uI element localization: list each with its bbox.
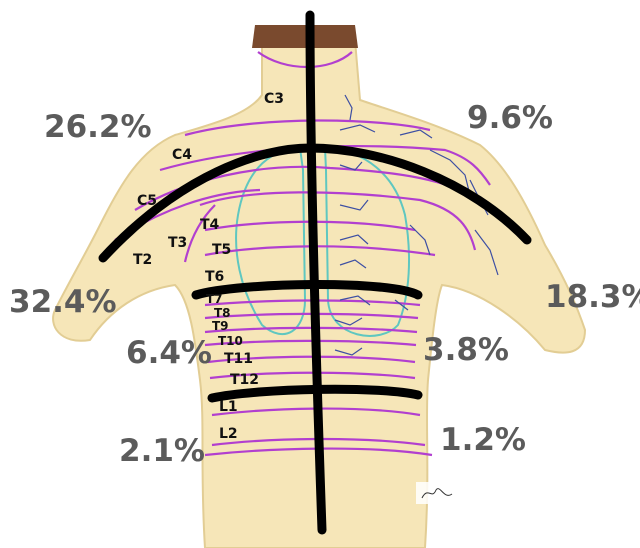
percentage-upper-left: 26.2% [44, 109, 152, 145]
level-label-t12: T12 [230, 372, 259, 388]
hairline-shape [252, 25, 358, 48]
percentage-lower-right: 3.8% [423, 332, 509, 368]
percentage-mid-right: 18.3% [545, 279, 640, 315]
level-label-t10: T10 [218, 334, 243, 348]
artist-signature-icon [416, 482, 458, 504]
level-label-l1: L1 [219, 399, 238, 415]
percentage-bottom-right: 1.2% [440, 422, 526, 458]
level-label-t2: T2 [133, 252, 152, 268]
level-label-l2: L2 [219, 426, 238, 442]
level-label-t11: T11 [224, 351, 253, 367]
level-label-t5: T5 [212, 242, 231, 258]
level-label-t9: T9 [212, 319, 229, 333]
percentage-lower-left: 6.4% [126, 335, 212, 371]
level-label-c4: C4 [172, 147, 192, 163]
percentage-bottom-left: 2.1% [119, 433, 205, 469]
level-label-c5: C5 [137, 193, 157, 209]
level-label-t8: T8 [214, 306, 231, 320]
level-label-t3: T3 [168, 235, 187, 251]
level-label-t4: T4 [200, 217, 220, 233]
percentage-mid-left: 32.4% [9, 284, 117, 320]
level-label-c3: C3 [264, 91, 284, 107]
level-label-t7: T7 [206, 292, 223, 306]
percentage-upper-right: 9.6% [467, 100, 553, 136]
level-label-t6: T6 [205, 269, 224, 285]
